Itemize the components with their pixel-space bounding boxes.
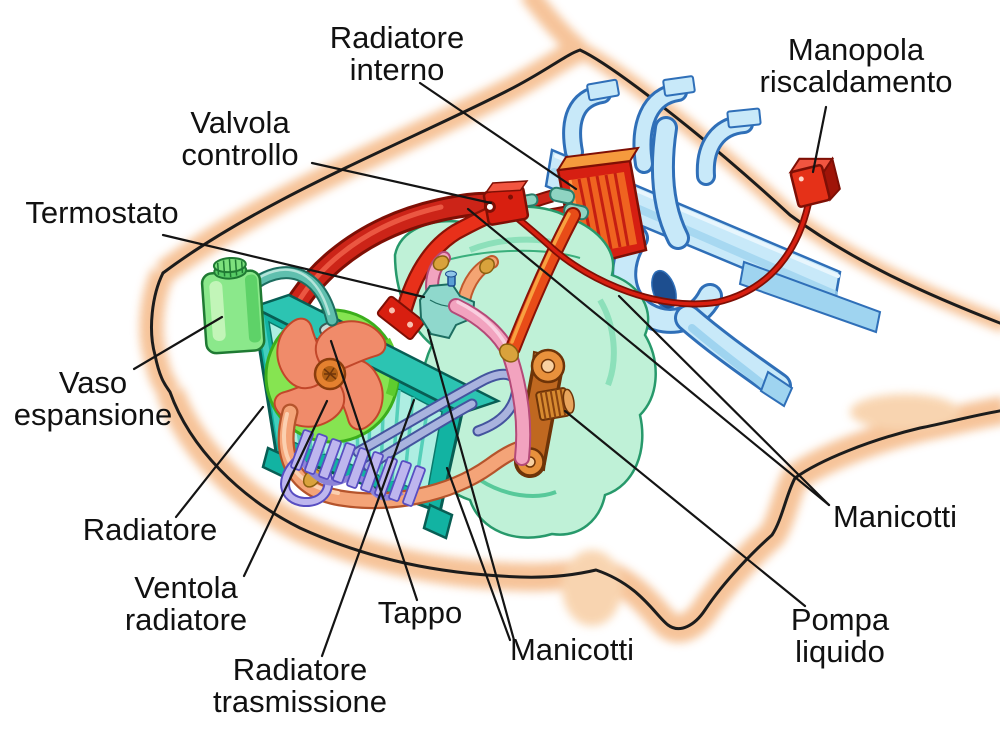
label-valvola-controllo: Valvola controllo xyxy=(181,105,299,172)
dash-duct-hooks xyxy=(562,75,762,186)
label-manicotti-right: Manicotti xyxy=(832,499,958,534)
label-vaso-espansione: Vaso espansione xyxy=(13,365,173,432)
hose-flange xyxy=(376,295,425,341)
label-manicotti-bottom: Manicotti xyxy=(509,632,635,667)
control-valve xyxy=(482,180,539,226)
radiator-fan xyxy=(262,306,398,442)
label-ventola-radiatore: Ventola radiatore xyxy=(124,570,248,637)
label-radiatore-trasmissione: Radiatore trasmissione xyxy=(213,652,387,719)
expansion-tank xyxy=(200,256,266,355)
heater-return-hose xyxy=(499,207,581,363)
leader-lines xyxy=(132,81,831,658)
label-termostato: Termostato xyxy=(25,195,179,230)
pump-gear xyxy=(535,387,575,421)
label-radiatore-interno: Radiatore interno xyxy=(329,20,465,87)
label-tappo: Tappo xyxy=(377,595,463,630)
label-pompa-liquido: Pompa liquido xyxy=(790,602,890,669)
label-manopola-riscaldamento: Manopola riscaldamento xyxy=(759,32,953,99)
heater-control-cable xyxy=(507,195,814,308)
thermostat xyxy=(418,270,476,340)
transmission-cooler xyxy=(280,429,426,507)
label-radiatore: Radiatore xyxy=(82,512,218,547)
heater-knob xyxy=(788,156,841,208)
car-body xyxy=(139,0,1000,643)
